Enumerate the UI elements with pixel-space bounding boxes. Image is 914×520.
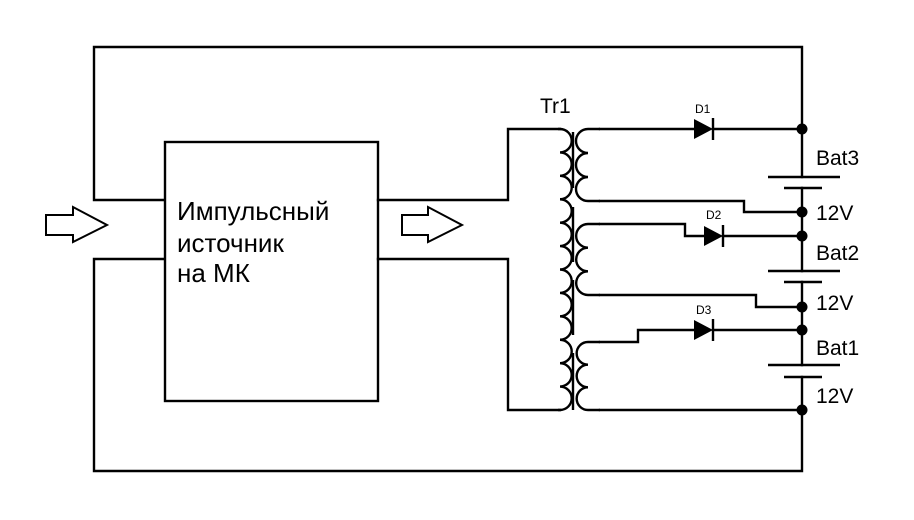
junction-node [796,123,808,135]
wire-sec1-bottom [598,199,804,214]
transformer-secondary-1 [574,127,600,203]
wire-top-feedback [92,45,804,202]
junction-node [796,230,808,242]
diode-d1 [694,118,715,140]
battery-bat3 [768,175,840,190]
diode-d1-triangle [694,119,713,139]
block-label-line-3: на МК [177,258,250,288]
output-arrow-icon [401,205,465,244]
junction-node [796,324,808,336]
battery-bat1 [768,363,840,379]
input-arrow-icon [45,205,110,244]
transformer-secondary-2 [575,222,600,297]
wire-sec3-top [598,328,696,344]
diode-d2-triangle [704,226,723,246]
transformer-secondary-3 [575,340,600,412]
diode-d2-label: D2 [706,208,722,222]
wire-sec2-top [598,222,706,238]
bat1-label: Bat1 [816,337,859,360]
diode-d2 [704,225,725,247]
block-label-line-1: Импульсный [177,196,329,226]
diode-d3-triangle [694,320,713,340]
diode-d3 [694,319,715,341]
wire-primary-bottom [376,257,562,412]
bat3-voltage: 12V [816,202,853,225]
transformer-label: Tr1 [540,95,571,118]
junction-node [796,206,808,218]
pulse-source-block [163,140,380,403]
wire-sec2-bottom [598,293,804,309]
battery-bat2 [768,269,840,284]
diode-d1-label: D1 [695,102,711,116]
diode-d3-label: D3 [696,303,712,317]
bat1-voltage: 12V [816,385,853,408]
block-label-line-2: источник [177,228,284,258]
bat2-voltage: 12V [816,292,853,315]
transformer-primary-winding [558,127,573,412]
junction-node [796,301,808,313]
bat2-label: Bat2 [816,242,859,265]
wire-primary-top [376,127,562,202]
bat3-label: Bat3 [816,147,859,170]
junction-node [796,404,808,416]
wire-bottom-feedback [92,257,804,473]
